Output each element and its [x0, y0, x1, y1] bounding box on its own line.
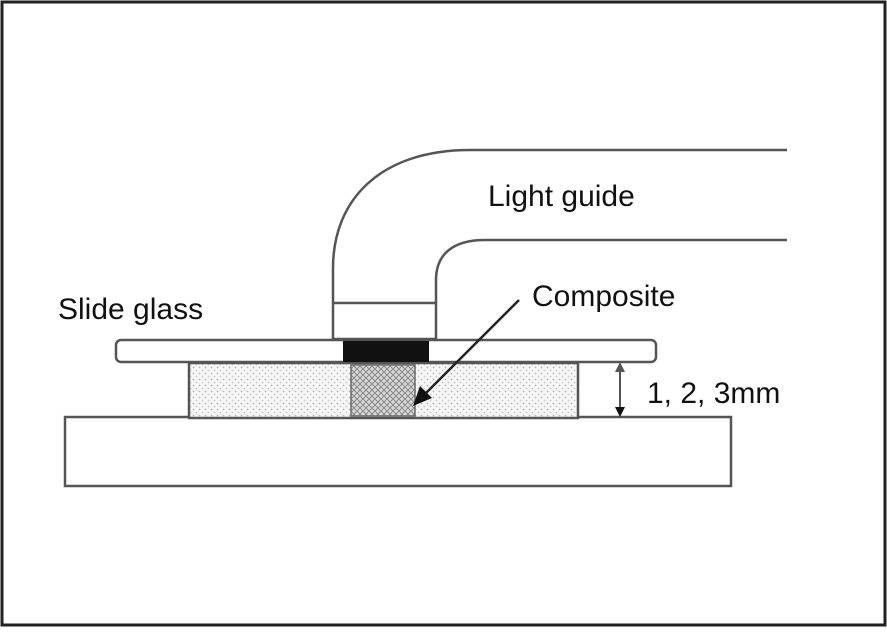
slide-glass-label: Slide glass	[58, 293, 203, 326]
thickness-arrow-top	[615, 362, 625, 372]
composite-label: Composite	[532, 280, 675, 313]
base-block	[63, 415, 733, 488]
light-guide-label: Light guide	[488, 180, 635, 213]
composite-pointer-line	[424, 299, 520, 395]
light-guide-tip	[331, 301, 438, 341]
cured-layer	[343, 341, 429, 362]
composite-pointer-arrowhead	[413, 386, 432, 406]
light-guide-inner-curve	[434, 238, 787, 303]
composite-sample	[350, 364, 416, 417]
thickness-label: 1, 2, 3mm	[647, 377, 780, 410]
light-guide-outer-curve	[331, 148, 787, 303]
thickness-arrow-bottom	[615, 407, 625, 417]
